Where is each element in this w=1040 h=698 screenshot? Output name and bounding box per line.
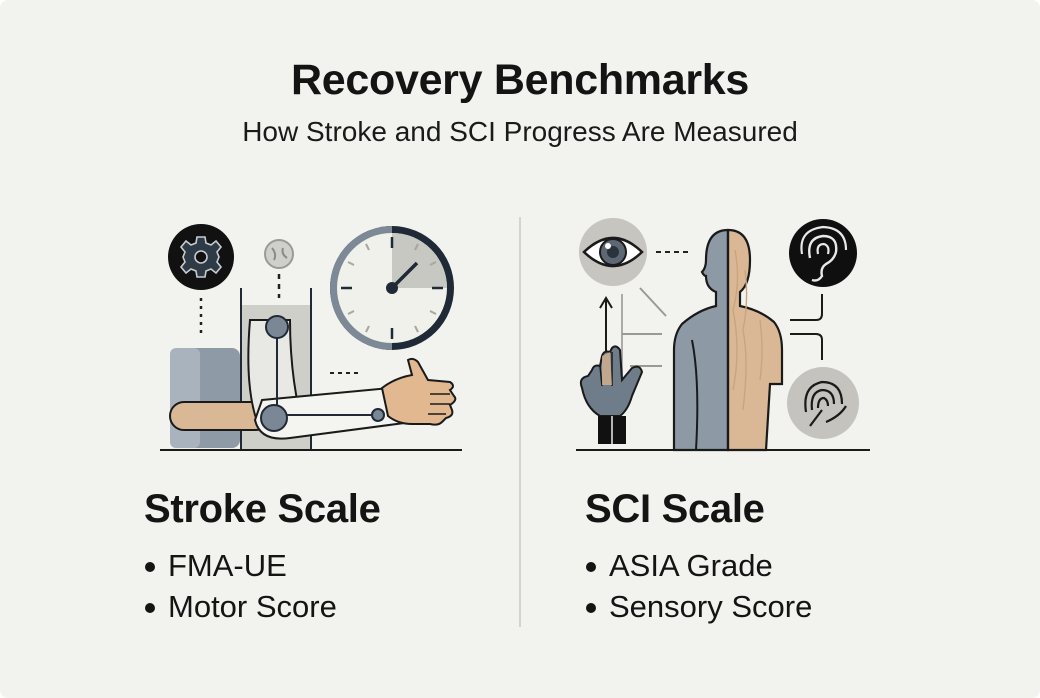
- sci-scale-title: SCI Scale: [585, 487, 765, 531]
- rotation-icon: [264, 239, 294, 269]
- stroke-illustration: [150, 210, 470, 460]
- sci-illustration: [570, 210, 880, 460]
- list-item: Motor Score: [142, 586, 337, 627]
- hand-icon: [380, 357, 457, 426]
- list-item: Sensory Score: [583, 586, 812, 627]
- clock-icon: [330, 226, 454, 350]
- ear-icon: [789, 219, 857, 287]
- list-item: FMA-UE: [142, 545, 337, 586]
- page-subtitle: How Stroke and SCI Progress Are Measured: [242, 116, 798, 147]
- stroke-scale-title: Stroke Scale: [144, 487, 381, 531]
- page-title: Recovery Benchmarks: [291, 56, 749, 104]
- column-divider: [519, 217, 521, 627]
- raised-hand-icon: [579, 345, 644, 444]
- sci-scale-list: ASIA Grade Sensory Score: [583, 545, 812, 627]
- gear-icon: [168, 224, 234, 290]
- human-figure-icon: [672, 228, 784, 452]
- touch-fingerprint-icon: [787, 367, 859, 439]
- stroke-scale-list: FMA-UE Motor Score: [142, 545, 337, 627]
- list-item: ASIA Grade: [583, 545, 812, 586]
- eye-icon: [579, 218, 647, 286]
